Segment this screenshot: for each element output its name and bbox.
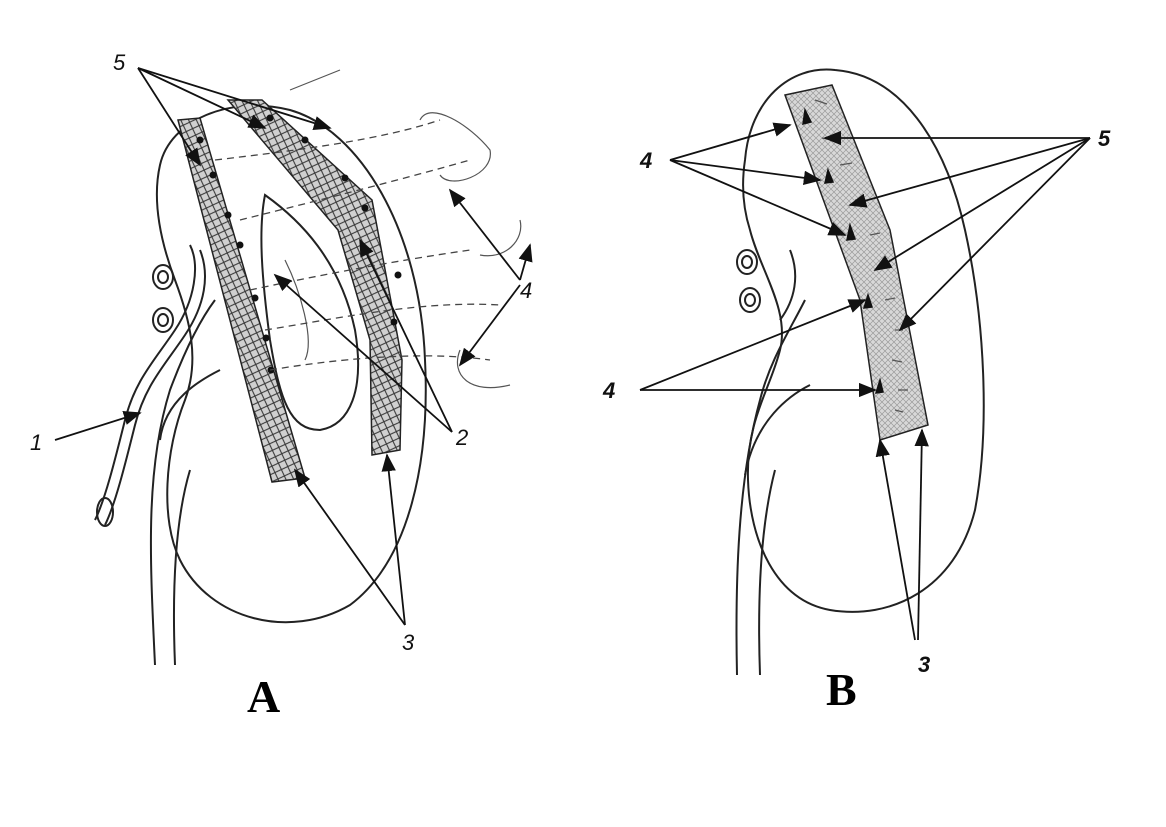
ureter xyxy=(735,299,806,676)
renal-vessel xyxy=(736,249,758,275)
panel-b-illustration: 4 5 4 3 B xyxy=(602,68,1111,715)
label-a-1: 1 xyxy=(30,430,42,455)
mesh-strip-left xyxy=(177,117,306,483)
catheter xyxy=(94,244,196,521)
label-b-4-top: 4 xyxy=(639,148,652,173)
renal-vessel xyxy=(739,287,761,313)
kidney-lower-pole xyxy=(159,369,221,441)
kidney-outline xyxy=(742,68,985,613)
label-a-5: 5 xyxy=(113,50,126,75)
label-a-2: 2 xyxy=(455,425,468,450)
label-a-3: 3 xyxy=(402,630,415,655)
renal-vessel xyxy=(152,307,174,333)
panel-a-illustration: 5 4 1 2 3 A xyxy=(30,50,533,722)
label-b-5: 5 xyxy=(1098,126,1111,151)
mesh-strip-right xyxy=(226,99,403,456)
panel-a-title: A xyxy=(247,671,280,722)
kidney-incision xyxy=(260,193,359,432)
pointer-arrows-b xyxy=(639,122,1091,641)
panel-b-title: B xyxy=(826,664,857,715)
ureter xyxy=(149,299,216,666)
renal-vessel xyxy=(152,264,174,290)
suture-dots xyxy=(196,114,402,374)
label-b-4-bottom: 4 xyxy=(602,378,615,403)
label-b-3: 3 xyxy=(918,652,930,677)
label-a-4: 4 xyxy=(520,278,532,303)
pointer-arrows-a xyxy=(54,67,533,626)
